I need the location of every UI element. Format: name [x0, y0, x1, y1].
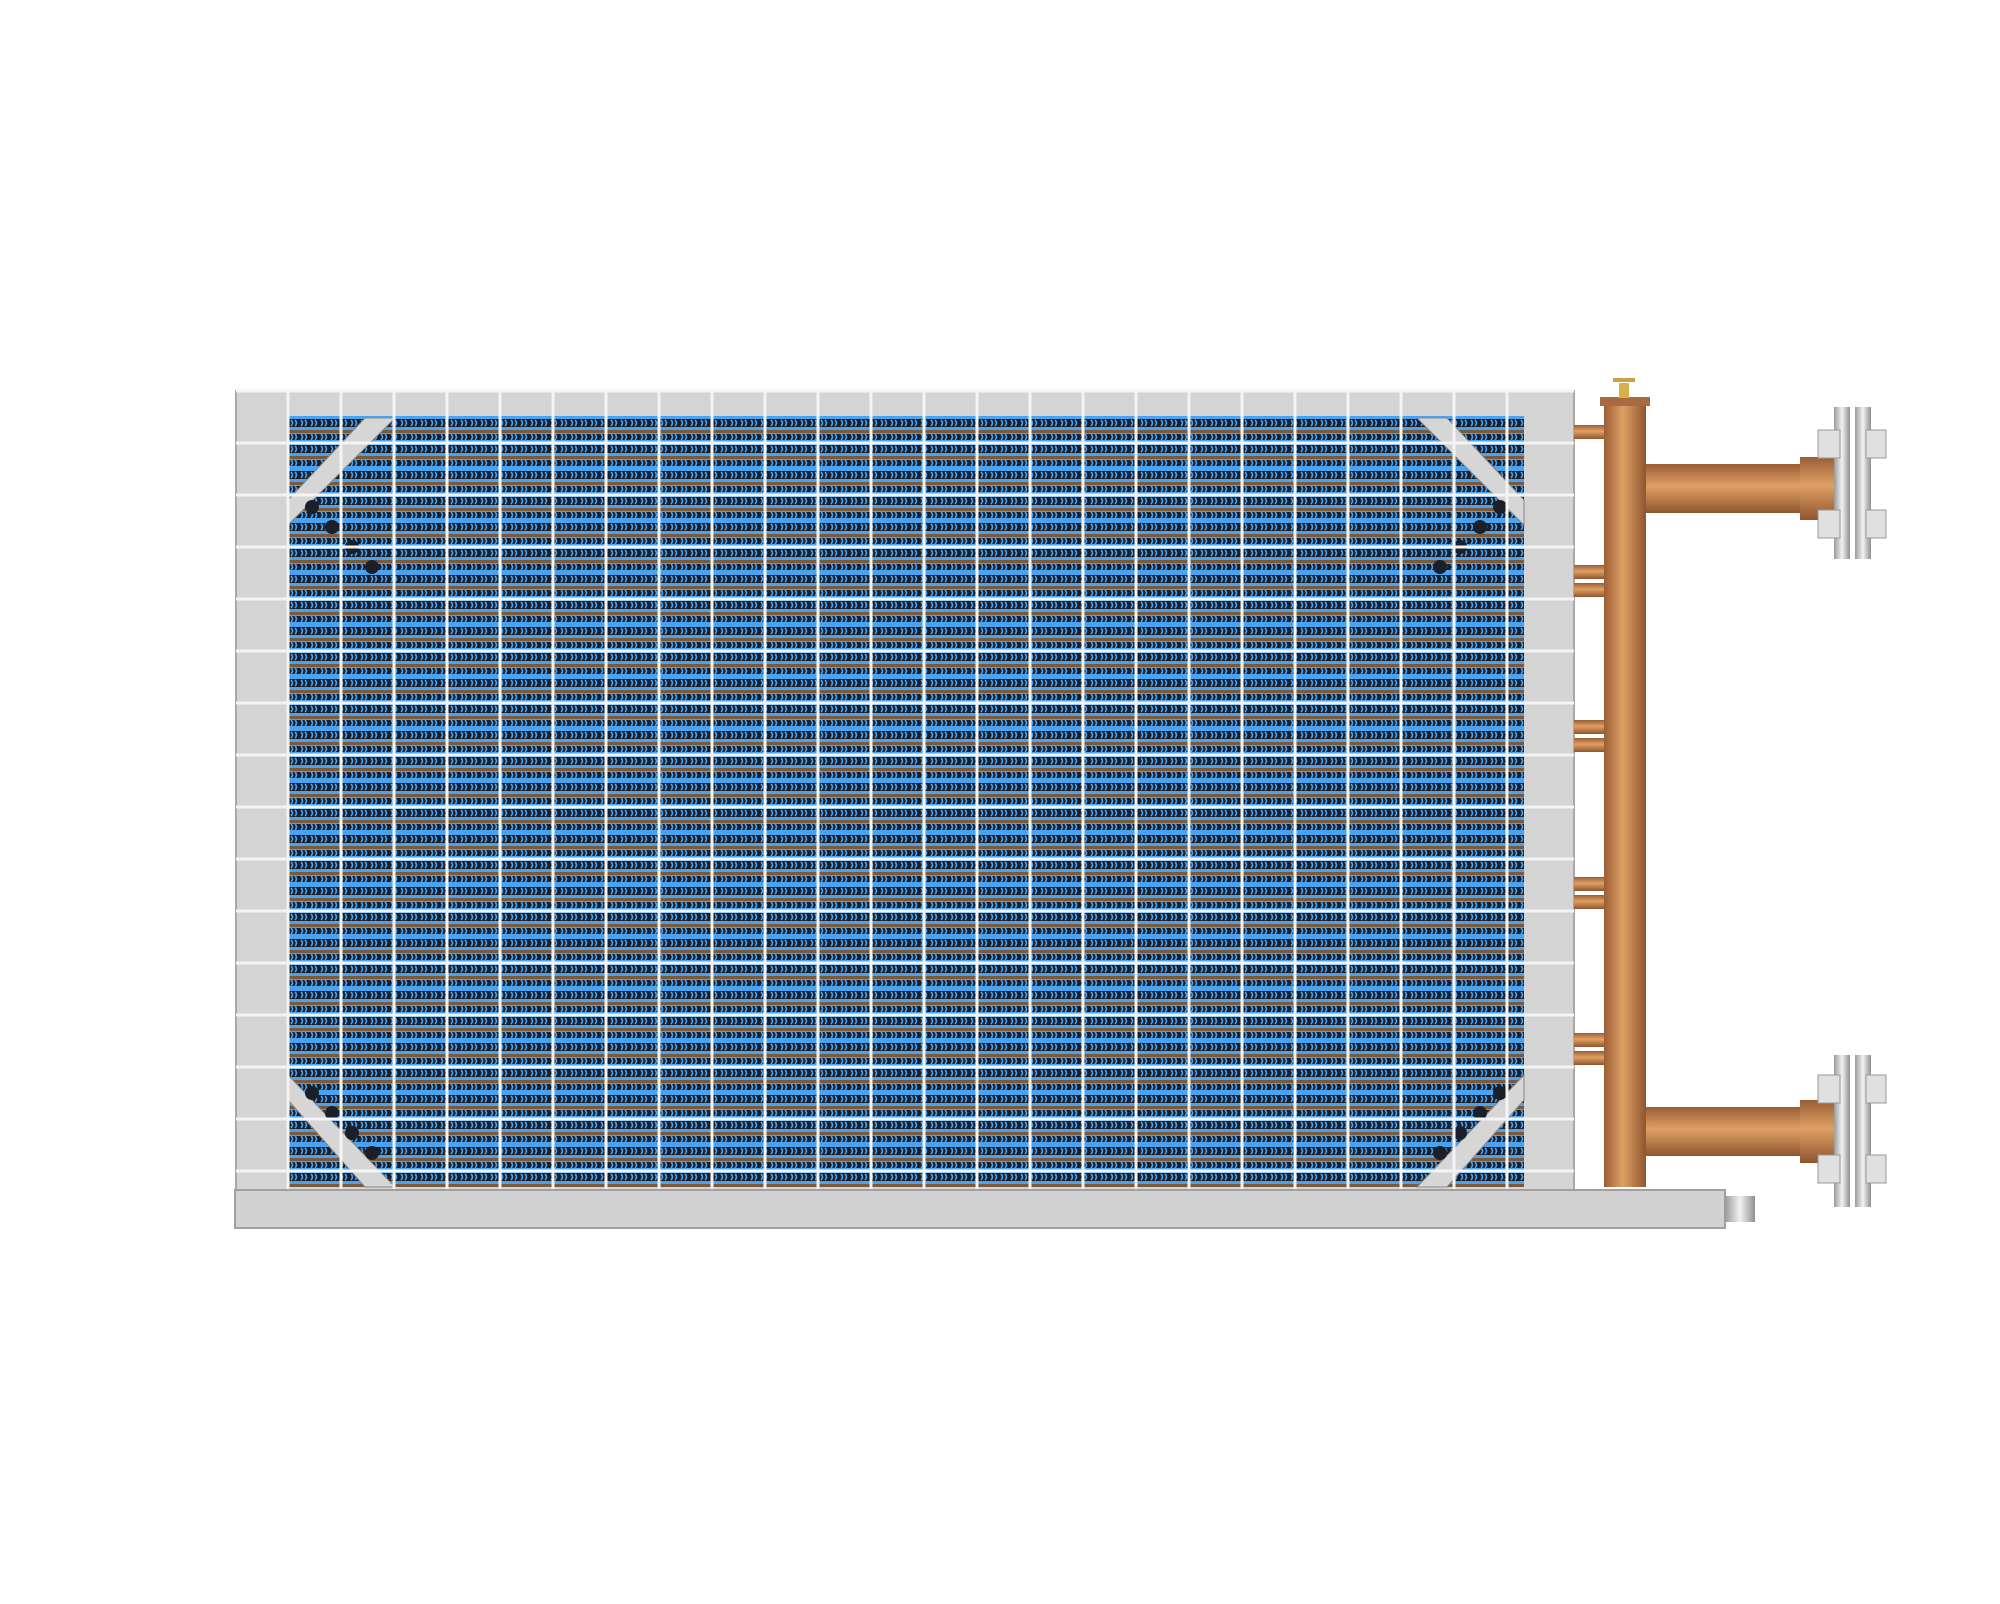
bracket-hole [1473, 1106, 1487, 1120]
bracket-hole [1433, 1146, 1447, 1160]
outlet-branch-pipe [1646, 1107, 1804, 1156]
bracket-hole [365, 1146, 379, 1160]
tube-stub [1574, 720, 1606, 734]
tube-stub [1574, 1051, 1606, 1065]
bracket-hole [1433, 560, 1447, 574]
bracket-hole [305, 1086, 319, 1100]
bracket-hole [1493, 1086, 1507, 1100]
tube-stub [1574, 877, 1606, 891]
bracket-hole [1493, 500, 1507, 514]
fin-core [288, 416, 1524, 1187]
bracket-hole [325, 1106, 339, 1120]
base-rail [234, 1189, 1726, 1229]
bracket-hole [345, 1126, 359, 1140]
bracket-hole [305, 500, 319, 514]
tube-stubs [1574, 425, 1606, 1065]
header-pipe [1604, 403, 1646, 1187]
tube-stub [1574, 583, 1606, 597]
corner-bracket-bottom-right [1415, 1073, 1525, 1188]
bracket-hole [1453, 1126, 1467, 1140]
outlet-socket [1800, 1100, 1834, 1163]
inlet-flange [1817, 407, 1887, 559]
air-vent-valve-icon [1613, 378, 1635, 398]
drain-fitting [1725, 1196, 1755, 1222]
tube-stub [1574, 1033, 1606, 1047]
outlet-flange [1817, 1055, 1887, 1207]
inlet-branch-pipe [1646, 464, 1804, 513]
bracket-holes [305, 500, 1507, 1160]
tube-stub [1574, 895, 1606, 909]
header-cap [1600, 397, 1650, 406]
tube-stub [1574, 425, 1606, 439]
bracket-hole [325, 520, 339, 534]
tube-stub [1574, 738, 1606, 752]
bracket-hole [365, 560, 379, 574]
bracket-hole [1473, 520, 1487, 534]
protective-grille [236, 389, 1574, 1190]
corner-bracket-top-right [1415, 417, 1525, 527]
tube-stub [1574, 565, 1606, 579]
